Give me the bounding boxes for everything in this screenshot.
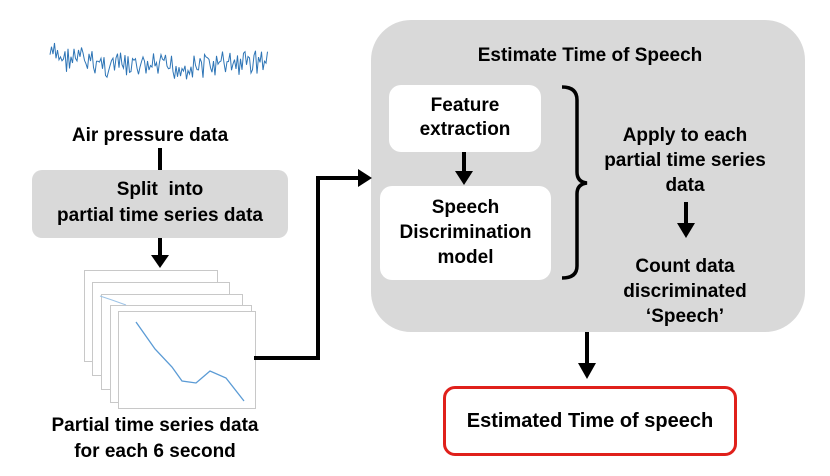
estimate-panel-title: Estimate Time of Speech bbox=[477, 45, 703, 66]
count-label-line1: Count data bbox=[635, 256, 735, 277]
air-pressure-label: Air pressure data bbox=[71, 125, 229, 146]
estimate-panel bbox=[371, 20, 805, 332]
estimated-time-label: Estimated Time of speech bbox=[466, 410, 714, 432]
partial-label-line2: for each 6 second bbox=[74, 441, 236, 462]
split-label-line2: partial time series data bbox=[57, 205, 263, 226]
arrow-split-to-partial-head bbox=[151, 255, 169, 268]
split-label-line1: Split into bbox=[116, 179, 204, 200]
arrow-estimate-to-result-head bbox=[578, 363, 596, 379]
count-label-line2: discriminated bbox=[623, 281, 747, 302]
speech-label-line3: model bbox=[437, 247, 494, 268]
feature-label-line2: extraction bbox=[419, 119, 511, 140]
feature-extraction-box: Feature extraction bbox=[389, 85, 541, 152]
count-label-line3: ‘Speech’ bbox=[645, 306, 725, 327]
apply-label-line2: partial time series bbox=[604, 150, 766, 171]
estimated-time-box: Estimated Time of speech bbox=[443, 386, 737, 456]
speech-label-line2: Discrimination bbox=[399, 222, 532, 243]
partial-panel-front bbox=[118, 311, 256, 409]
apply-label-line3: data bbox=[665, 175, 705, 196]
speech-model-box: Speech Discrimination model bbox=[380, 186, 551, 280]
partial-label-line1: Partial time series data bbox=[51, 415, 259, 436]
apply-label-line1: Apply to each bbox=[622, 125, 748, 146]
split-box: Split into partial time series data bbox=[32, 170, 288, 238]
speech-label-line1: Speech bbox=[431, 197, 500, 218]
arrow-partial-to-estimate-head bbox=[358, 169, 372, 187]
feature-label-line1: Feature bbox=[430, 95, 500, 116]
